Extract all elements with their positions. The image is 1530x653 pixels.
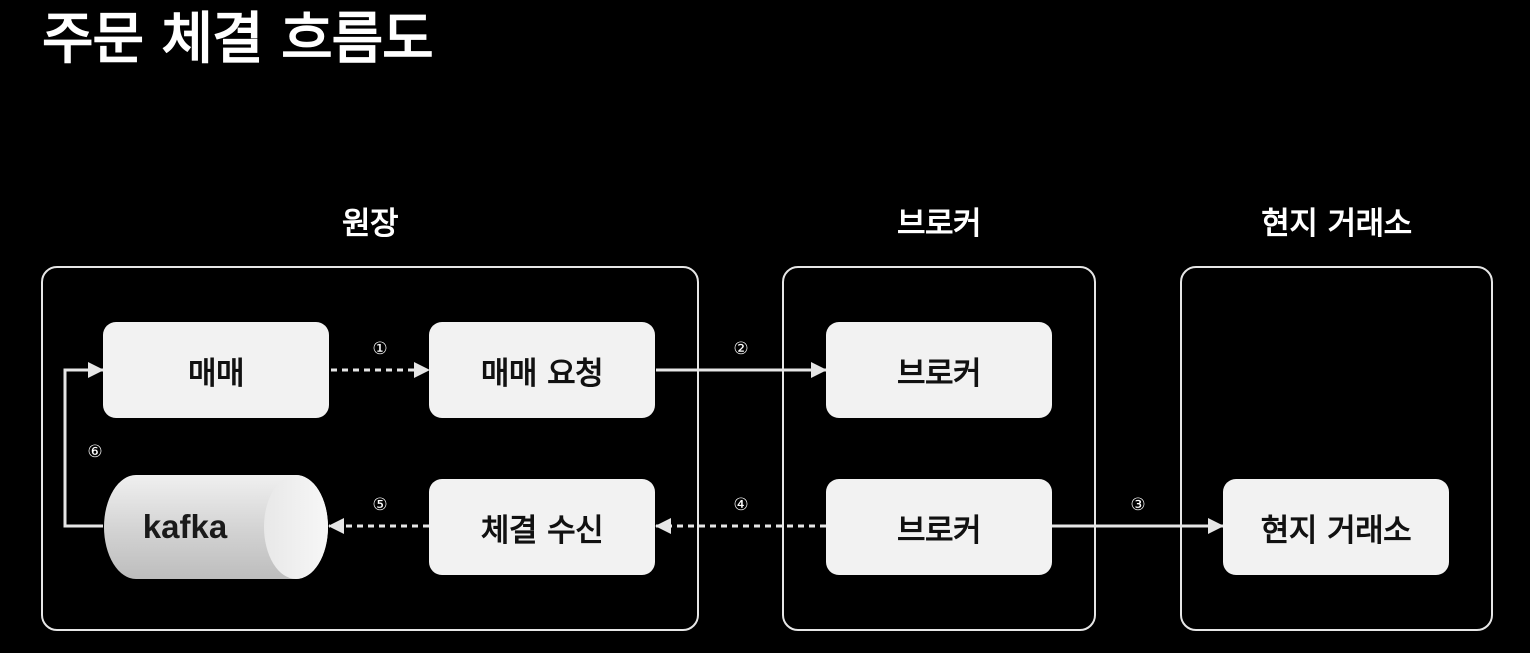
group-label-exchange: 현지 거래소 xyxy=(1261,206,1412,242)
node-broker-top: 브로커 xyxy=(826,322,1052,418)
kafka-label: kafka xyxy=(142,508,228,545)
container-exchange xyxy=(1180,266,1493,631)
container-wonjang xyxy=(41,266,699,631)
container-broker xyxy=(782,266,1096,631)
step-label-5: ⑤ xyxy=(372,495,388,515)
kafka-cylinder-icon xyxy=(104,475,328,579)
arrow-step-6 xyxy=(63,362,104,528)
step-label-4: ④ xyxy=(733,495,749,515)
group-label-broker: 브로커 xyxy=(896,206,982,242)
node-broker-bottom: 브로커 xyxy=(826,479,1052,575)
step-label-2: ② xyxy=(733,339,749,359)
group-label-wonjang: 원장 xyxy=(341,206,399,242)
node-execution-receive: 체결 수신 xyxy=(429,479,655,575)
node-local-exchange: 현지 거래소 xyxy=(1223,479,1449,575)
page-title: 주문 체결 흐름도 xyxy=(42,7,434,72)
step-label-3: ③ xyxy=(1130,495,1146,515)
node-trade-request: 매매 요청 xyxy=(429,322,655,418)
step-label-1: ① xyxy=(372,339,388,359)
node-kafka: kafka xyxy=(103,474,329,580)
node-trade: 매매 xyxy=(103,322,329,418)
step-label-6: ⑥ xyxy=(87,442,103,462)
